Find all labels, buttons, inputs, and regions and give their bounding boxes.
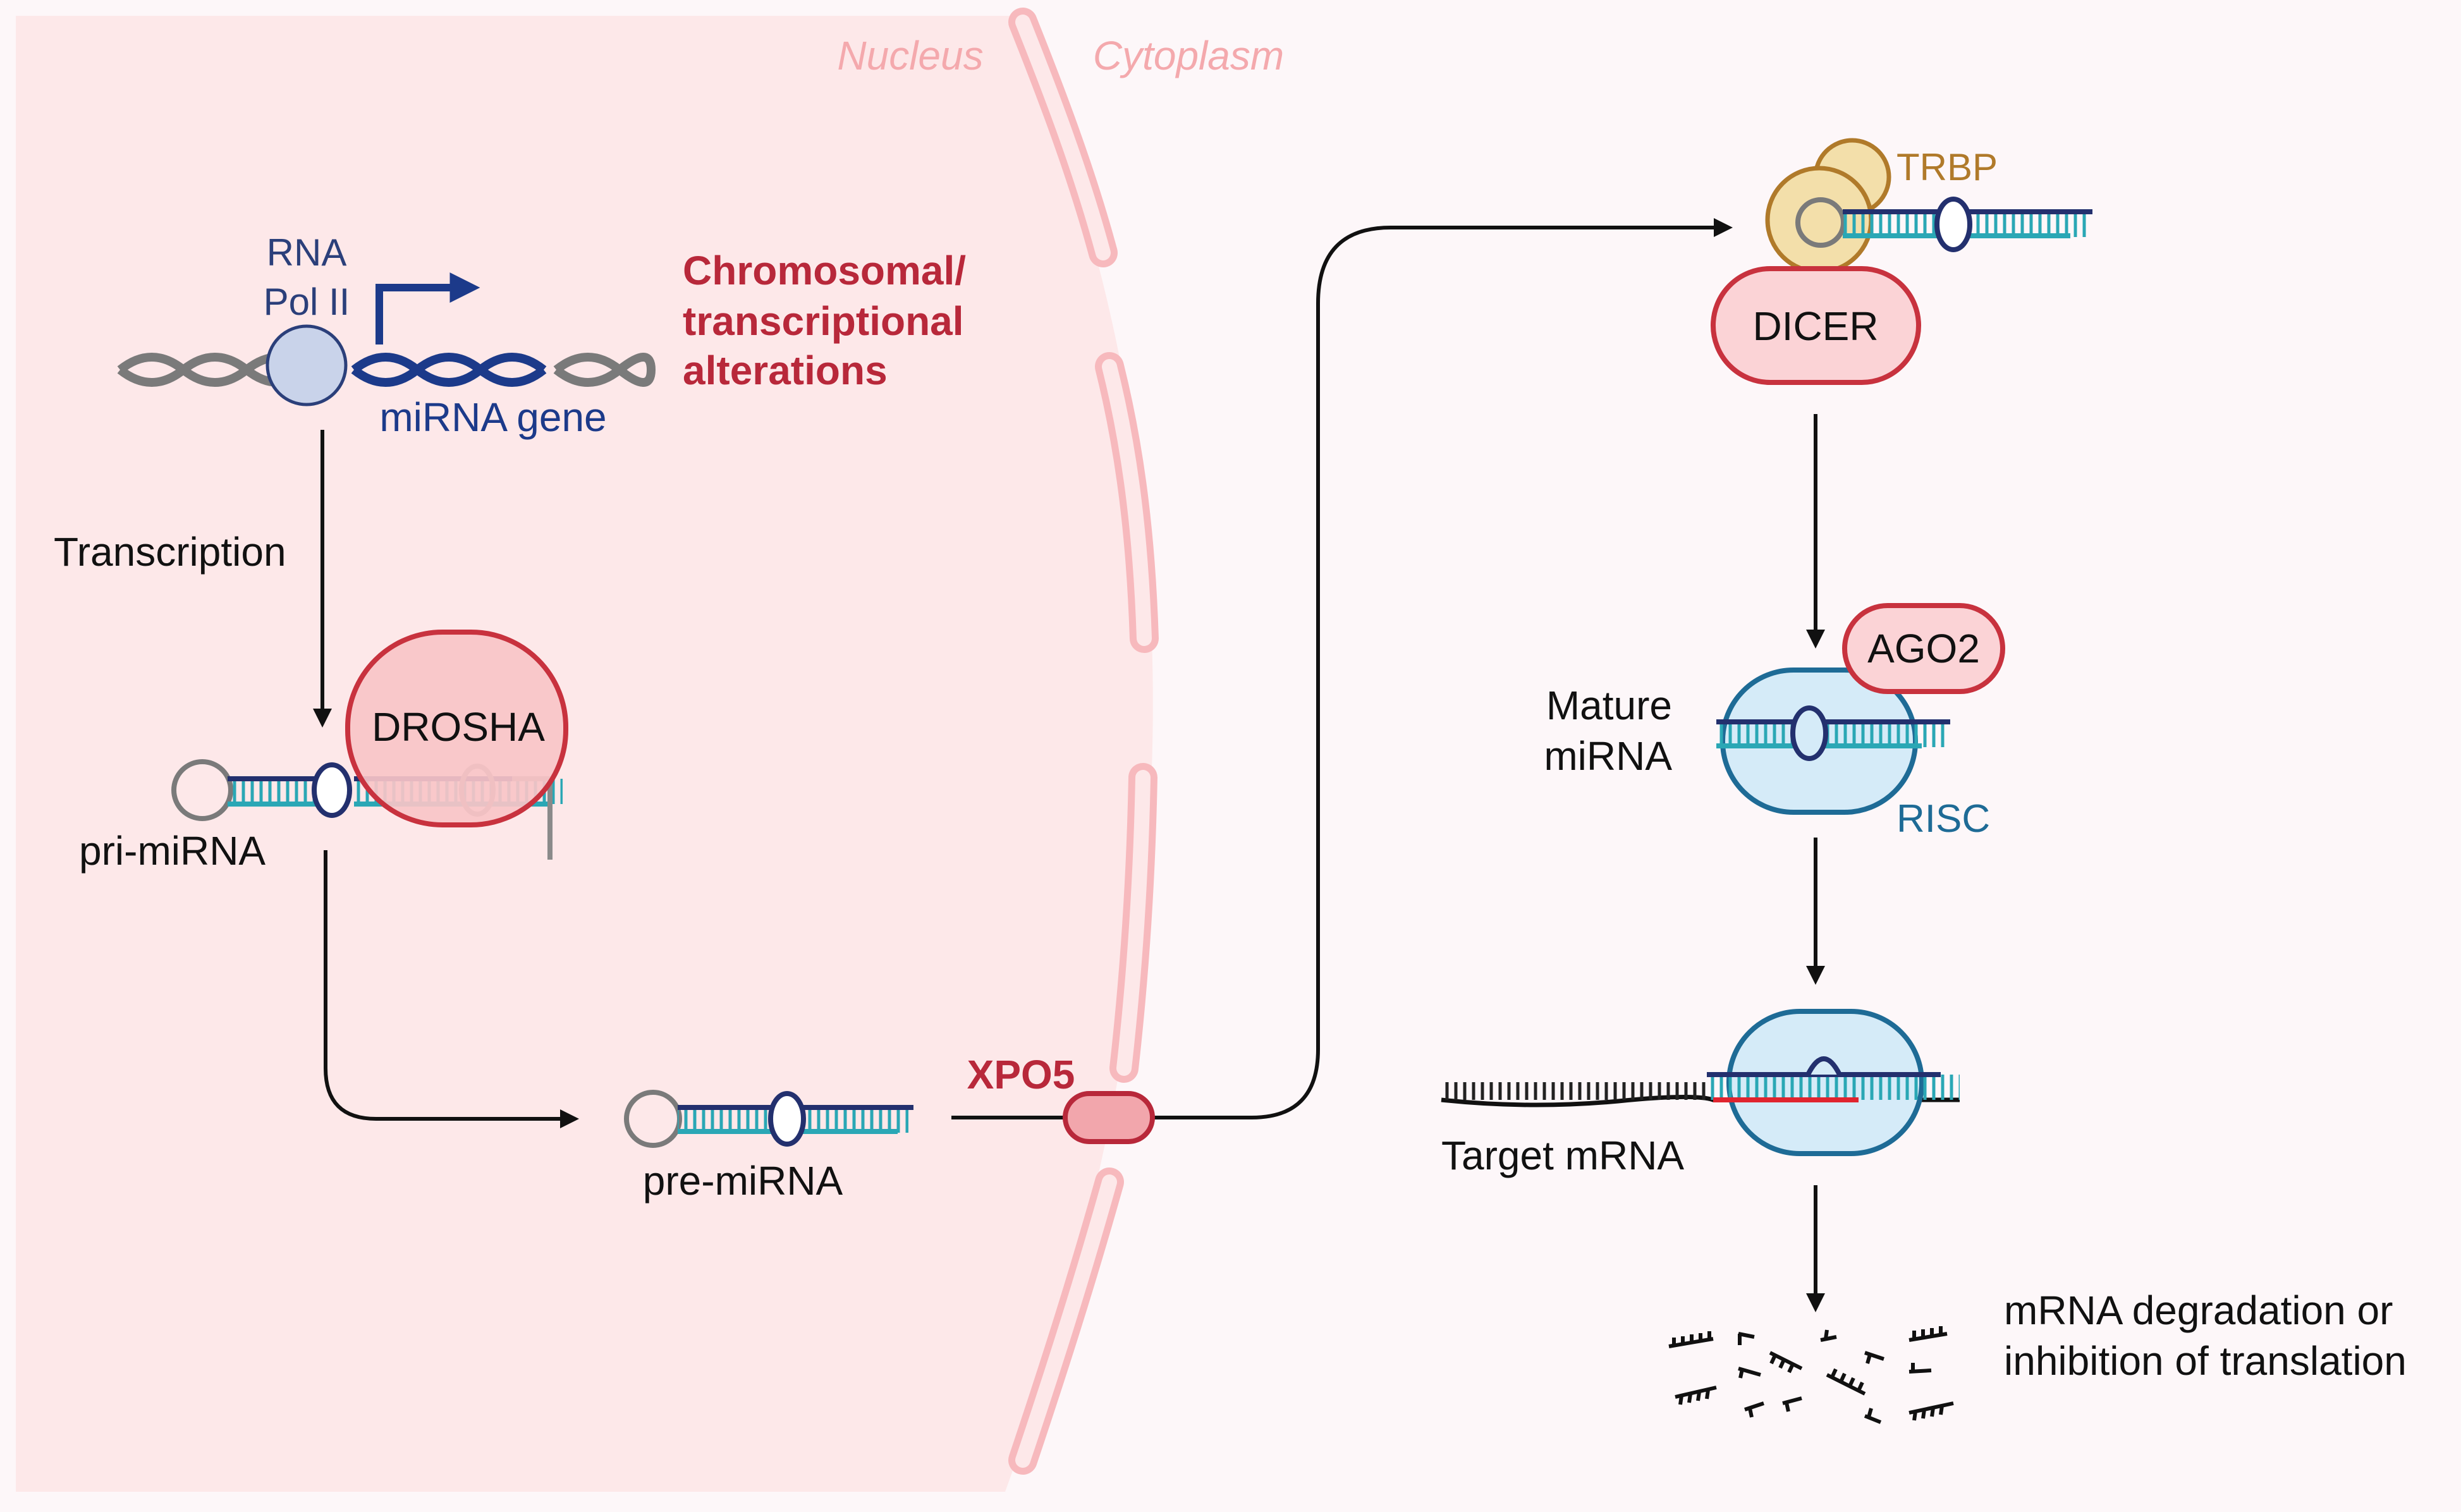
rna-pol-ii-circle [266, 324, 348, 406]
processing-arrow [324, 850, 579, 1128]
mirna-gene-label: miRNA gene [379, 394, 606, 440]
pre-mirna-hairpin [624, 1090, 913, 1148]
alterations-label-line2: transcriptional [683, 298, 964, 344]
mirna-target-duplex [1707, 1056, 1960, 1102]
degraded-mrna-fragments [1668, 1326, 1954, 1424]
rna-pol-label-line2: Pol II [264, 281, 350, 323]
trbp-label: TRBP [1896, 146, 1998, 188]
xpo5-exportin [1063, 1091, 1155, 1144]
target-mrna-bases [1441, 1082, 1707, 1100]
drosha-label: DROSHA [372, 704, 545, 750]
pre-mirna-label: pre-miRNA [643, 1158, 843, 1204]
target-mrna-label: Target mRNA [1441, 1133, 1684, 1178]
rna-pol-label-line1: RNA [267, 231, 347, 274]
cytoplasm-label: Cytoplasm [1093, 33, 1284, 78]
outcome-label-line1: mRNA degradation or [2004, 1288, 2393, 1333]
alterations-label-line3: alterations [683, 348, 888, 393]
alterations-label-line1: Chromosomal/ [683, 248, 966, 293]
ago2-label: AGO2 [1867, 626, 1980, 671]
mature-mirna-label-line1: Mature [1546, 683, 1672, 728]
xpo5-label: XPO5 [967, 1052, 1075, 1097]
transcription-label: Transcription [54, 529, 286, 575]
risc-label: RISC [1896, 797, 1990, 841]
drosha-protein [345, 630, 568, 827]
nucleus-region [16, 16, 1153, 1492]
dicer-bound-pre-mirna [1795, 197, 2092, 252]
dicer-label: DICER [1752, 303, 1878, 349]
mature-mirna-label-line2: miRNA [1544, 733, 1672, 779]
mature-mirna-duplex [1716, 705, 1950, 761]
nucleus-label: Nucleus [837, 33, 983, 78]
transcription-start-arrow-icon [376, 272, 480, 344]
dicer-protein [1711, 266, 1921, 385]
outcome-label-line2: inhibition of translation [2004, 1338, 2407, 1384]
export-arrow [951, 218, 1733, 1119]
pri-mirna-label: pri-miRNA [79, 828, 266, 874]
ago2-protein [1842, 603, 2005, 694]
